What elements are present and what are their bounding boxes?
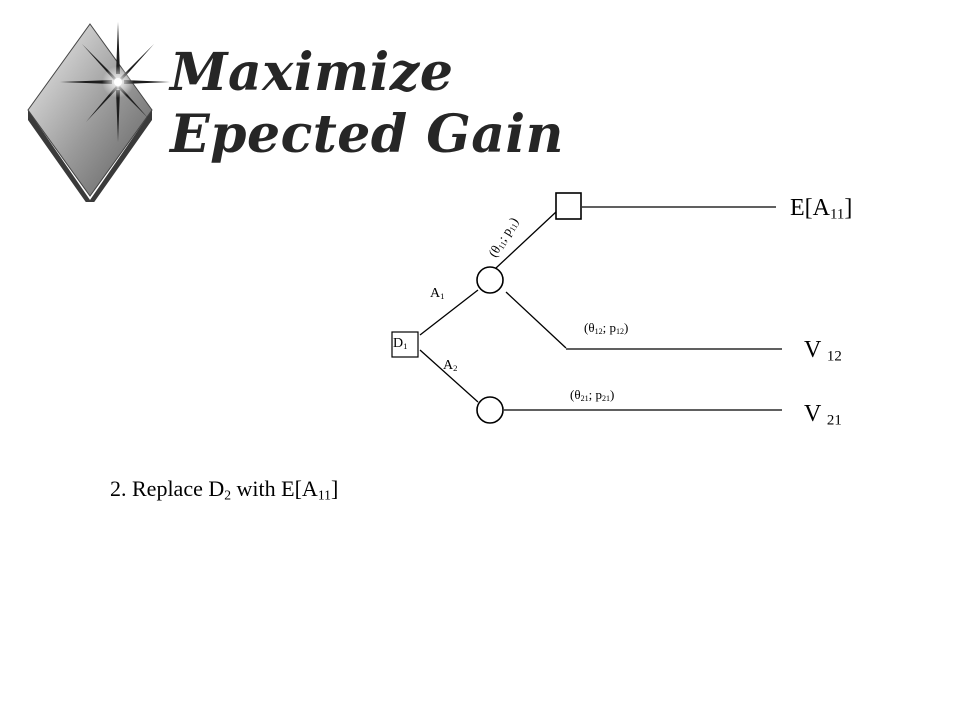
chance-node-a2: [476, 396, 504, 424]
d1-label: D1: [393, 336, 408, 352]
a1-label: A1: [430, 286, 445, 302]
value-v12: V 12: [804, 337, 842, 365]
value-e-a11: E[A11]: [790, 195, 853, 223]
branch-line-a2: [419, 349, 479, 403]
outcome-line-12: [505, 291, 567, 349]
slide-title: Maximize Epected Gain: [170, 42, 564, 166]
a2-label: A2: [443, 358, 458, 374]
outcome-line-11: [495, 211, 557, 269]
branch-line-a1: [419, 289, 479, 336]
title-line-1: Maximize: [170, 42, 454, 103]
decision-node-d1: [391, 331, 419, 358]
outcome-12-label: (θ12; p12): [584, 320, 629, 336]
value-v21: V 21: [804, 401, 842, 429]
outcome-21-label: (θ21; p21): [570, 387, 615, 403]
diamond-star-logo-icon: [27, 22, 170, 202]
decision-node-d2: [555, 192, 582, 220]
step-caption: 2. Replace D2 with E[A11]: [110, 476, 339, 503]
title-line-2: Epected Gain: [170, 104, 564, 165]
chance-node-a1: [476, 266, 504, 294]
